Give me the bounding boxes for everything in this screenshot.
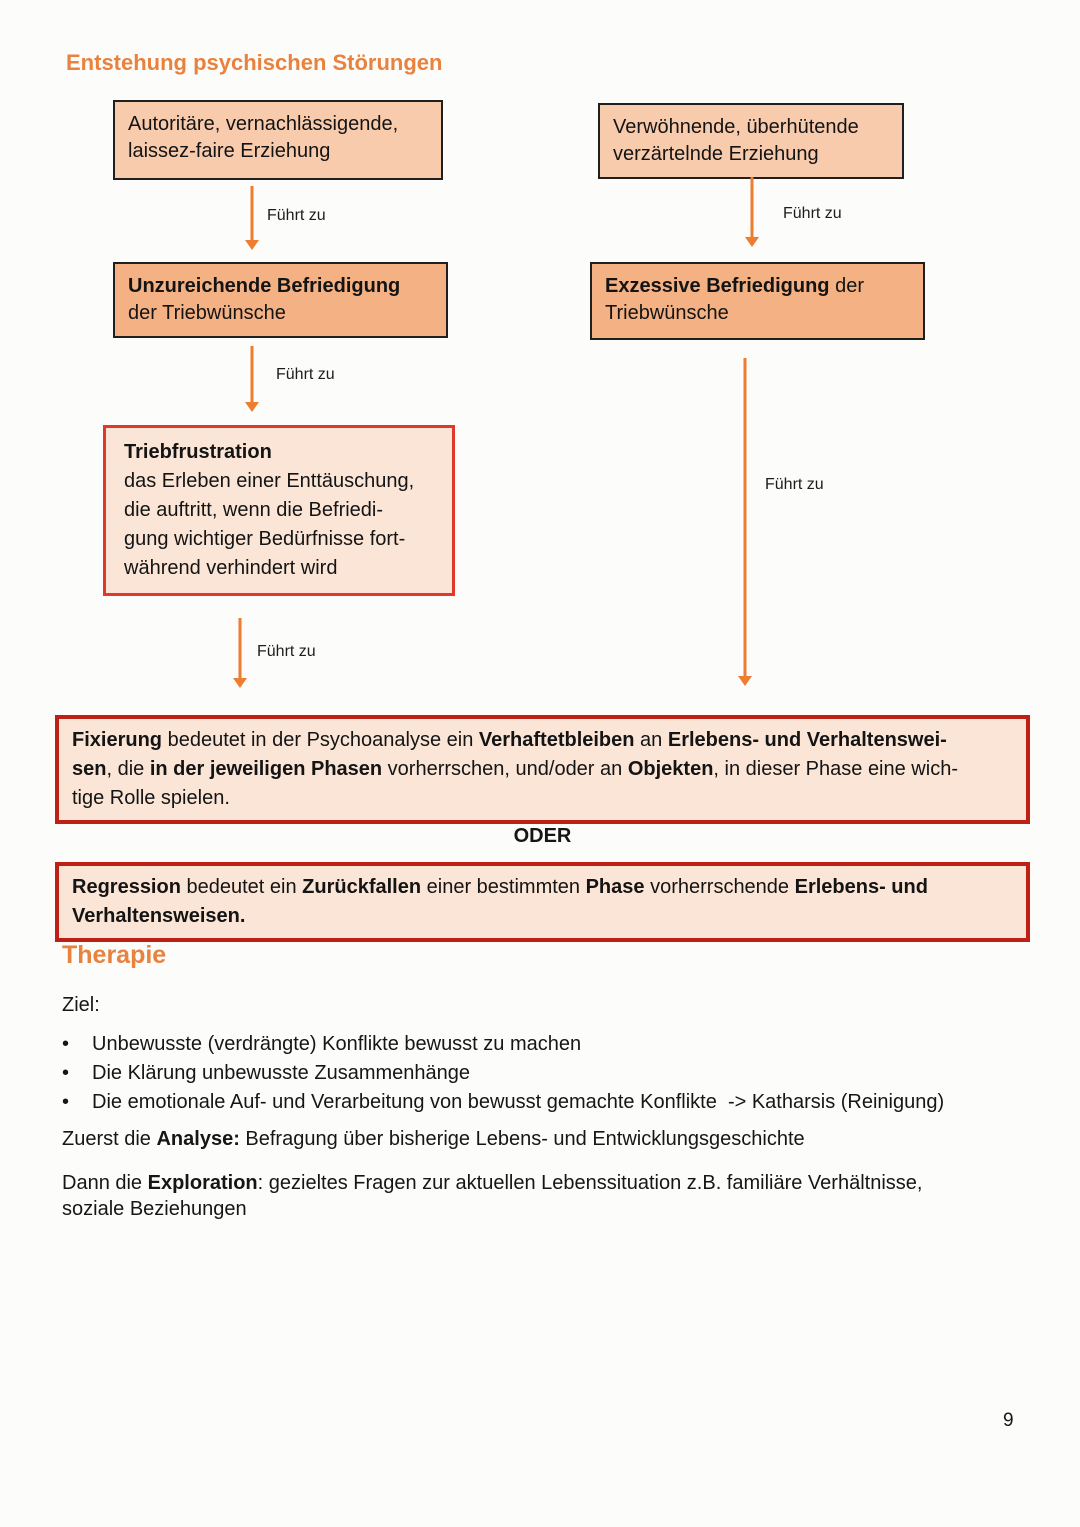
page-number: 9: [1003, 1410, 1014, 1431]
flow-arrow-label: Führt zu: [783, 205, 842, 222]
definition-box-fixierung: Fixierung bedeutet in der Psychoanalyse …: [55, 715, 1030, 824]
goal-label: Ziel:: [62, 994, 100, 1016]
flow-arrow-down-icon: [233, 618, 247, 688]
flow-arrow-down-icon: [245, 186, 259, 250]
flow-arrow-down-icon: [738, 358, 752, 686]
bullet-icon: •: [62, 1033, 70, 1055]
page-title: Entstehung psychischen Störungen: [66, 50, 443, 75]
list-item-text: Unbewusste (verdrängte) Konflikte bewuss…: [92, 1033, 582, 1055]
flow-box-insufficient-gratification: Unzureichende Befriedigung der Triebwüns…: [113, 262, 448, 338]
flow-arrow-label: Führt zu: [276, 366, 335, 383]
flow-arrow-label: Führt zu: [267, 207, 326, 224]
flow-box-authoritarian-parenting: Autoritäre, vernachlässigende, laissez-f…: [113, 100, 443, 180]
analyse-paragraph: Zuerst die Analyse: Befragung über bishe…: [62, 1128, 805, 1150]
list-item: • Die emotionale Auf- und Verarbeitung v…: [62, 1088, 1052, 1117]
exploration-paragraph: Dann die Exploration: gezieltes Fragen z…: [62, 1172, 923, 1220]
list-item: • Unbewusste (verdrängte) Konflikte bewu…: [62, 1030, 1052, 1059]
list-item-text: Die emotionale Auf- und Verarbeitung von…: [92, 1091, 945, 1113]
therapy-goal-list: • Unbewusste (verdrängte) Konflikte bewu…: [62, 1030, 1052, 1117]
list-item-text: Die Klärung unbewusste Zusammenhänge: [92, 1062, 470, 1084]
flow-arrow-label: Führt zu: [765, 476, 824, 493]
flow-box-drive-frustration: Triebfrustration das Erleben einer Enttä…: [103, 425, 455, 596]
flow-box-pampering-parenting: Verwöhnende, überhütende verzärtelnde Er…: [598, 103, 904, 179]
flow-arrow-down-icon: [245, 346, 259, 412]
bullet-icon: •: [62, 1091, 70, 1113]
flow-arrow-down-icon: [745, 177, 759, 247]
bullet-icon: •: [62, 1062, 70, 1084]
oder-connector-label: ODER: [513, 825, 572, 847]
definition-box-regression: Regression bedeutet ein Zurückfallen ein…: [55, 862, 1030, 942]
flow-arrow-label: Führt zu: [257, 643, 316, 660]
section-title-therapie: Therapie: [62, 941, 167, 969]
list-item: • Die Klärung unbewusste Zusammenhänge: [62, 1059, 1052, 1088]
flow-box-excessive-gratification: Exzessive Befriedigung der Triebwünsche: [590, 262, 925, 340]
